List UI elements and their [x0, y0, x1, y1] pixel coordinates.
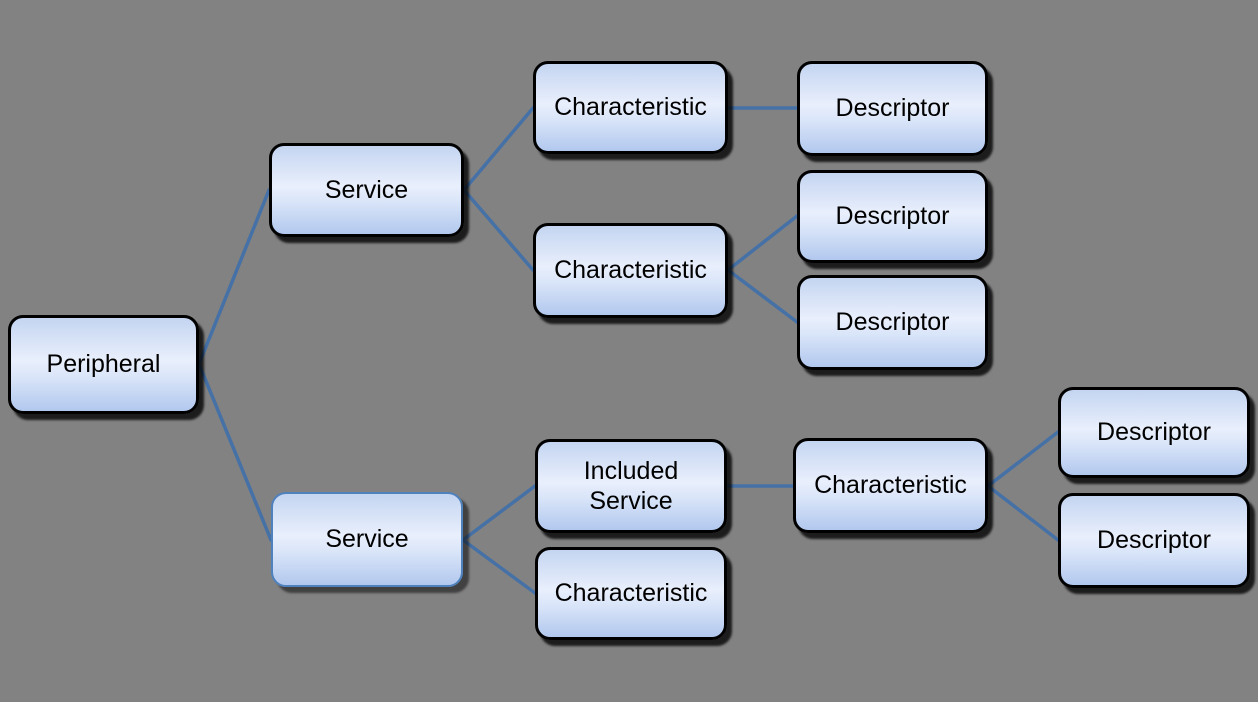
- connector-characteristic-2-descriptor-3: [726, 268, 799, 324]
- connector-service-2-included-service: [461, 484, 537, 542]
- node-label: Characteristic: [554, 256, 707, 285]
- node-characteristic-3: Characteristic: [535, 547, 727, 640]
- connector-peripheral-service-2: [197, 362, 273, 542]
- connector-service-1-characteristic-2: [462, 188, 535, 272]
- node-label: Peripheral: [46, 350, 161, 379]
- node-peripheral: Peripheral: [8, 315, 199, 414]
- node-characteristic-2: Characteristic: [533, 223, 728, 318]
- node-descriptor-3: Descriptor: [797, 275, 988, 370]
- node-label: Characteristic: [554, 579, 708, 608]
- node-label: Descriptor: [1097, 418, 1211, 447]
- node-descriptor-2: Descriptor: [797, 170, 988, 263]
- node-label: Descriptor: [835, 202, 950, 231]
- node-characteristic-1: Characteristic: [533, 61, 728, 154]
- node-service-1: Service: [269, 143, 464, 237]
- node-service-2: Service: [271, 492, 463, 587]
- node-label: Service: [325, 525, 409, 554]
- connector-characteristic-4-descriptor-5: [986, 484, 1060, 542]
- node-label: Included Service: [583, 456, 679, 516]
- node-characteristic-4: Characteristic: [793, 438, 988, 533]
- node-included-service: Included Service: [535, 439, 727, 533]
- node-descriptor-5: Descriptor: [1058, 493, 1250, 588]
- node-label: Descriptor: [1097, 526, 1211, 555]
- connector-service-1-characteristic-1: [462, 106, 535, 192]
- node-label: Service: [324, 175, 409, 204]
- node-label: Descriptor: [835, 94, 950, 123]
- node-label: Characteristic: [814, 471, 967, 500]
- node-label: Characteristic: [554, 93, 707, 122]
- connector-peripheral-service-1: [197, 188, 271, 366]
- node-label: Descriptor: [835, 308, 950, 337]
- node-descriptor-1: Descriptor: [797, 61, 988, 156]
- node-descriptor-4: Descriptor: [1058, 387, 1250, 478]
- connector-service-2-characteristic-3: [461, 538, 537, 595]
- connector-characteristic-4-descriptor-4: [986, 430, 1060, 488]
- connector-characteristic-2-descriptor-2: [726, 214, 799, 272]
